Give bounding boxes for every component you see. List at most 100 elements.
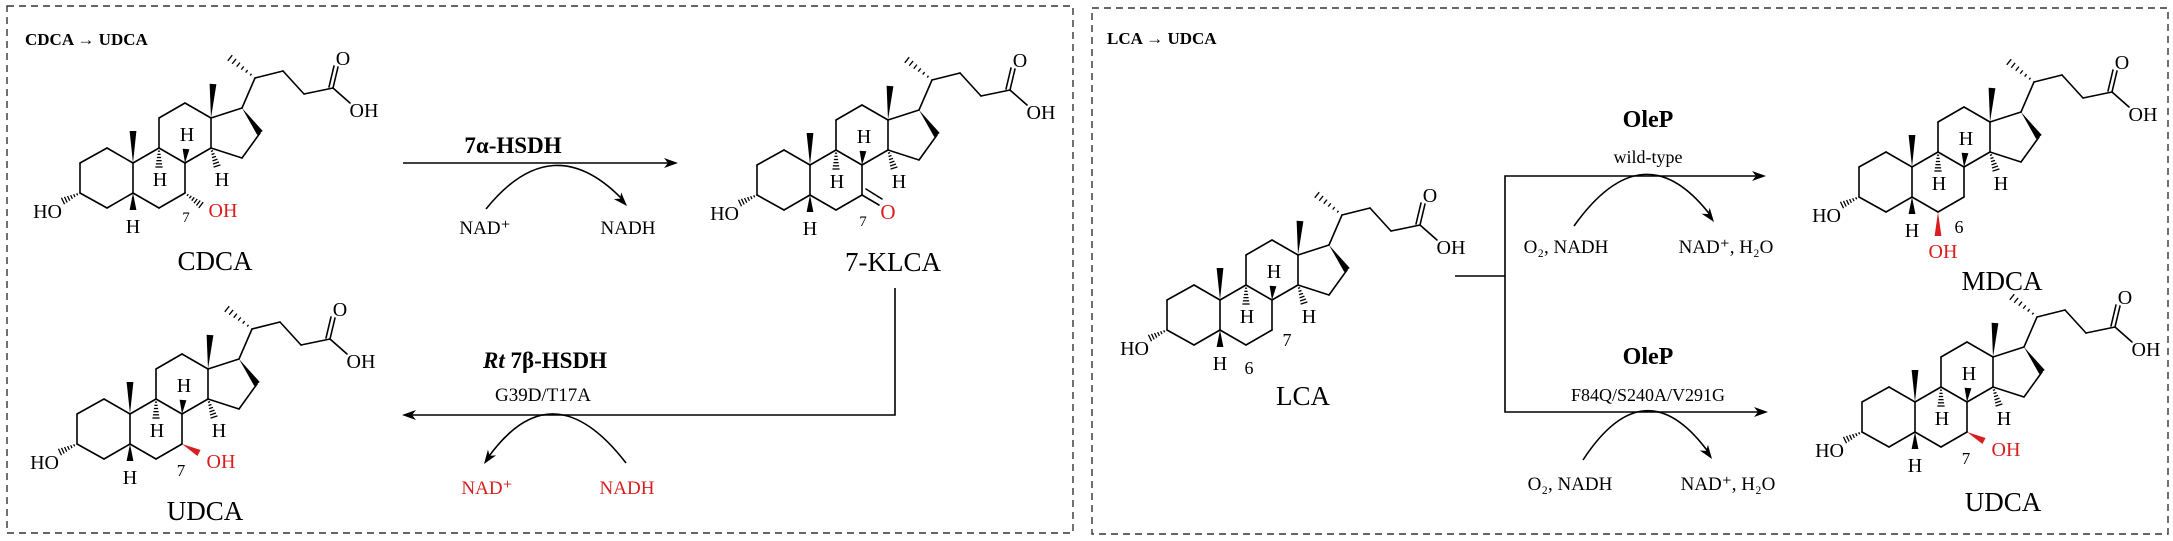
hydrogen-label: H bbox=[126, 216, 140, 238]
hash-stroke bbox=[233, 313, 238, 319]
panel-title: LCA → UDCA bbox=[1107, 29, 1217, 48]
cofactor-curved-arrow bbox=[486, 413, 627, 464]
bond bbox=[1885, 151, 1913, 168]
hydrogen-label: H bbox=[1905, 220, 1919, 242]
wedge-bond bbox=[1329, 245, 1350, 272]
hash-stroke bbox=[1323, 199, 1328, 205]
arrowhead bbox=[1699, 444, 1712, 459]
bond bbox=[158, 147, 186, 164]
bond bbox=[1245, 329, 1273, 346]
bond bbox=[887, 149, 920, 161]
bond bbox=[2036, 309, 2066, 318]
bond bbox=[756, 149, 785, 166]
bond bbox=[241, 77, 256, 109]
hydrogen-label: H bbox=[123, 467, 137, 489]
bond bbox=[1328, 214, 1343, 246]
h-wedge bbox=[182, 148, 190, 163]
bond bbox=[210, 107, 243, 119]
arrowhead bbox=[484, 449, 497, 464]
bond bbox=[181, 398, 209, 415]
bond bbox=[809, 194, 837, 211]
bond bbox=[1271, 284, 1299, 301]
hash-stroke bbox=[1855, 432, 1858, 437]
hash-stroke bbox=[1300, 301, 1308, 305]
cofactor-in: O₂, NADH bbox=[1524, 237, 1609, 258]
atom-label: O bbox=[2118, 287, 2132, 309]
locant-label: 6 bbox=[1955, 217, 1964, 237]
bond bbox=[1297, 244, 1330, 256]
panel-cdca-to-udca-frame bbox=[6, 5, 1074, 534]
bond bbox=[2082, 91, 2113, 99]
bond bbox=[1940, 341, 1968, 358]
hydrogen-label: H bbox=[180, 124, 194, 146]
h-wedge bbox=[126, 444, 134, 461]
bond bbox=[1966, 341, 1994, 358]
bond bbox=[835, 104, 863, 121]
reaction-arrows bbox=[402, 158, 1768, 464]
hash-stroke bbox=[1848, 434, 1853, 440]
bond bbox=[887, 109, 920, 121]
methyl-wedge bbox=[1216, 268, 1224, 300]
variant-label: wild-type bbox=[1614, 147, 1683, 167]
hydroxyl-wedge bbox=[1934, 212, 1942, 236]
bond bbox=[2061, 74, 2084, 99]
hash-stroke bbox=[888, 157, 894, 161]
methyl-wedge bbox=[126, 382, 134, 414]
cofactor-curved-arrow bbox=[1573, 173, 1712, 227]
hash-stroke bbox=[73, 444, 76, 447]
hash-stroke bbox=[1157, 331, 1160, 337]
h-hash bbox=[210, 150, 221, 168]
methyl-hash bbox=[227, 54, 253, 76]
arrowhead bbox=[613, 192, 627, 206]
atom-label: OH bbox=[350, 100, 379, 122]
bond bbox=[1297, 284, 1330, 296]
bond bbox=[76, 443, 105, 460]
hash-stroke bbox=[2022, 304, 2027, 310]
bond bbox=[1937, 151, 1965, 168]
compound-name: UDCA bbox=[1965, 487, 2042, 517]
hash-stroke bbox=[188, 195, 192, 199]
h-wedge bbox=[1964, 387, 1972, 402]
hash-stroke bbox=[890, 166, 898, 170]
compound-name: LCA bbox=[1276, 381, 1331, 411]
hash-stroke bbox=[2013, 297, 2019, 304]
bond bbox=[1219, 329, 1247, 346]
bond bbox=[300, 338, 331, 346]
hash-stroke bbox=[66, 195, 71, 201]
h-hash bbox=[1989, 154, 2000, 172]
bond bbox=[1390, 224, 1421, 232]
arrowhead bbox=[1754, 407, 1768, 417]
arrowhead bbox=[664, 158, 678, 168]
hydrogen-label: H bbox=[153, 169, 167, 191]
bond bbox=[1937, 106, 1965, 123]
enzyme-label: OleP bbox=[1623, 107, 1674, 133]
atom-label: O bbox=[333, 299, 347, 321]
arrowhead bbox=[1701, 207, 1714, 222]
hash-stroke bbox=[887, 152, 891, 154]
bond bbox=[241, 132, 261, 159]
bond bbox=[1341, 207, 1371, 216]
hash-stroke bbox=[1842, 436, 1848, 444]
hash-stroke bbox=[913, 64, 918, 70]
h-hash bbox=[832, 152, 840, 170]
hash-stroke bbox=[1839, 201, 1845, 209]
atom-label: OH bbox=[1027, 102, 1056, 124]
hash-stroke bbox=[2024, 73, 2028, 77]
hash-stroke bbox=[1992, 389, 1996, 391]
hash-stroke bbox=[1318, 195, 1324, 202]
h-hash bbox=[1297, 287, 1308, 305]
hydroxyl-bond bbox=[2114, 326, 2133, 343]
hash-stroke bbox=[1153, 332, 1158, 338]
hash-stroke bbox=[212, 158, 218, 162]
hash-stroke bbox=[2006, 58, 2012, 66]
ketone-bond bbox=[861, 194, 880, 206]
hydrogen-label: H bbox=[215, 169, 229, 191]
hash-stroke bbox=[211, 155, 217, 159]
hash-stroke bbox=[1991, 165, 1999, 169]
hash-stroke bbox=[70, 194, 73, 200]
bond bbox=[1966, 386, 1994, 403]
hash-stroke bbox=[57, 448, 63, 456]
bond bbox=[1245, 239, 1273, 256]
bond bbox=[106, 192, 134, 209]
